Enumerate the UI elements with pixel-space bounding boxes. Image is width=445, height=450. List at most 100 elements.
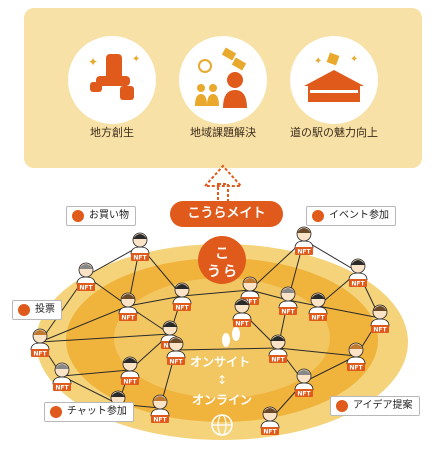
nft-label: NFT (33, 351, 47, 358)
member-avatar: NFT (278, 286, 298, 316)
nft-badge (233, 319, 251, 327)
connection-line (61, 369, 131, 377)
connection-line (277, 347, 357, 357)
tag-event: イベント参加 (306, 206, 396, 226)
nft-badge (261, 427, 279, 435)
member-avatar: NFT (52, 362, 72, 392)
nft-badge (151, 415, 169, 423)
member-avatar: NFT (118, 292, 138, 322)
globe-icon (211, 414, 233, 436)
connection-line (39, 333, 171, 343)
member-avatar: NFT (370, 304, 390, 334)
footprint-icon (312, 210, 324, 222)
member-avatar: NFT (260, 406, 280, 436)
nft-label: NFT (297, 249, 311, 256)
member-avatar: NFT (308, 292, 328, 322)
nft-badge (167, 357, 185, 365)
nft-label: NFT (235, 321, 249, 328)
globe-icon (336, 400, 348, 412)
member-avatar: NFT (240, 276, 260, 306)
svg-text:こ: こ (215, 246, 229, 262)
nft-label: NFT (169, 359, 183, 366)
member-avatar: NFT (150, 394, 170, 424)
onsite-label: オンサイト (190, 355, 250, 369)
connection-line (317, 305, 381, 319)
nft-label: NFT (243, 299, 257, 306)
svg-text:✦: ✦ (132, 54, 140, 65)
nft-label: NFT (281, 309, 295, 316)
nft-label: NFT (121, 315, 135, 322)
nft-label: NFT (297, 391, 311, 398)
member-avatar: NFT (30, 328, 50, 358)
connection-line (181, 289, 251, 297)
nft-label: NFT (351, 281, 365, 288)
sofa-sparkle-icon: ✦ ✦ (88, 54, 140, 100)
nft-label: NFT (79, 285, 93, 292)
member-avatar: NFT (166, 336, 186, 366)
globe-icon (18, 304, 30, 316)
benefit-circle-regional: ✦ ✦ (68, 36, 156, 124)
nft-badge (131, 253, 149, 261)
brand-pill: こうらメイト (170, 201, 283, 227)
tag-chat: チャット参加 (44, 402, 134, 422)
nft-badge (121, 377, 139, 385)
globe-icon (50, 406, 62, 418)
station-building-icon: ✦ ✦ (304, 52, 364, 102)
footprints-icon (222, 327, 240, 347)
member-avatar: NFT (294, 226, 314, 256)
member-avatar: NFT (294, 368, 314, 398)
benefit-circle-issues (179, 36, 267, 124)
benefit-label-regional: 地方創生 (90, 126, 134, 139)
nft-badge (347, 363, 365, 371)
member-avatar: NFT (232, 298, 252, 328)
benefit-label-station: 道の駅の魅力向上 (290, 126, 378, 139)
nft-badge (31, 349, 49, 357)
member-avatar: NFT (346, 342, 366, 372)
connection-line (127, 295, 183, 307)
nft-badge (349, 279, 367, 287)
upward-arrow (202, 164, 244, 203)
svg-text:✦: ✦ (88, 55, 98, 69)
nft-badge (371, 325, 389, 333)
member-avatar: NFT (172, 282, 192, 312)
nft-badge (279, 307, 297, 315)
online-label: オンライン (192, 393, 252, 407)
connection-line (175, 347, 279, 351)
svg-text:う: う (207, 264, 221, 280)
nft-label: NFT (123, 379, 137, 386)
nft-badge (173, 303, 191, 311)
nft-label: NFT (311, 315, 325, 322)
member-avatar: NFT (76, 262, 96, 292)
koura-logo: こ う ら (198, 236, 246, 284)
nft-label: NFT (133, 255, 147, 262)
svg-text:✦: ✦ (350, 54, 358, 65)
member-avatar: NFT (268, 334, 288, 364)
svg-text:✦: ✦ (314, 56, 322, 67)
connection-line (85, 245, 141, 277)
tag-vote: 投票 (12, 300, 62, 320)
tag-idea: アイデア提案 (330, 396, 420, 416)
nft-badge (295, 389, 313, 397)
nft-badge (309, 313, 327, 321)
nft-label: NFT (373, 327, 387, 334)
member-avatar: NFT (130, 232, 150, 262)
member-avatar: NFT (120, 356, 140, 386)
nft-label: NFT (175, 305, 189, 312)
nft-label: NFT (263, 429, 277, 436)
connection-line (61, 375, 119, 405)
switch-arrow-icon: ↕ (217, 373, 227, 387)
benefit-label-issues: 地域課題解決 (190, 126, 256, 139)
connection-line (303, 355, 357, 383)
member-avatar: NFT (348, 258, 368, 288)
nft-label: NFT (55, 385, 69, 392)
tag-shopping: お買い物 (66, 206, 136, 226)
svg-text:ら: ら (223, 264, 237, 280)
nft-badge (295, 247, 313, 255)
connection-line (249, 289, 289, 301)
nft-badge (77, 283, 95, 291)
nft-badge (119, 313, 137, 321)
idea-people-icon (195, 47, 247, 108)
nft-badge (269, 355, 287, 363)
nft-label: NFT (153, 417, 167, 424)
benefit-circle-station: ✦ ✦ (290, 36, 378, 124)
